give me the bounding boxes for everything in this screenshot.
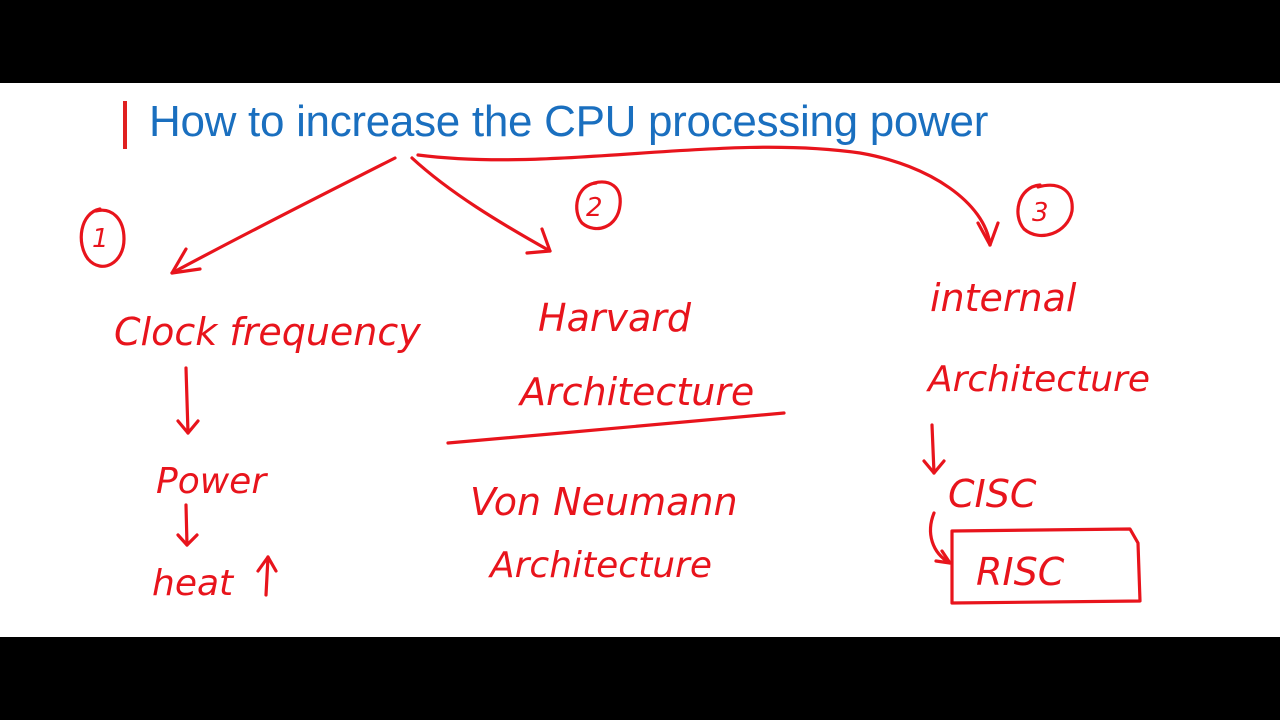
down-arrow-3a (922, 423, 946, 475)
branch-3-label-line-2: Architecture (926, 359, 1150, 400)
divider-line (446, 411, 786, 445)
arrow-to-branch-1 (170, 156, 397, 275)
down-arrow-1a (176, 366, 200, 435)
branch-2-label-line-1: Harvard (538, 296, 692, 340)
branch-1-label: Clock frequency (114, 310, 421, 354)
whiteboard-canvas: How to increase the CPU processing power… (0, 83, 1280, 637)
title-accent-bar (123, 101, 127, 149)
branch-2-label-line-2: Architecture (517, 370, 754, 414)
arrow-to-branch-2 (410, 156, 552, 255)
branch-1-chain-item-2: heat (152, 563, 235, 604)
arrow-to-branch-3 (416, 145, 1000, 247)
number-label-3: 3 (1032, 198, 1049, 228)
curved-arrow-3b (928, 511, 952, 565)
down-arrow-1b (176, 503, 199, 547)
branch-3-chain-item-2: RISC (976, 550, 1065, 594)
branch-2-alt-line-2: Architecture (488, 545, 712, 586)
branch-3-chain-item-1: CISC (948, 472, 1037, 516)
page-title: How to increase the CPU processing power (149, 97, 989, 146)
branch-2-alt-line-1: Von Neumann (470, 480, 738, 524)
number-label-1: 1 (92, 224, 109, 254)
number-circle-1: 1 (79, 207, 126, 268)
number-circle-3: 3 (1016, 183, 1074, 238)
number-label-2: 2 (586, 193, 603, 223)
branch-1-chain-item-1: Power (156, 461, 268, 502)
branch-3-label-line-1: internal (930, 276, 1077, 320)
up-arrow-icon (256, 555, 278, 597)
risc-box (950, 527, 1142, 605)
handwritten-diagram: 1 2 3 Clock frequency Power heat Harvard… (79, 145, 1150, 605)
number-circle-2: 2 (575, 180, 622, 230)
